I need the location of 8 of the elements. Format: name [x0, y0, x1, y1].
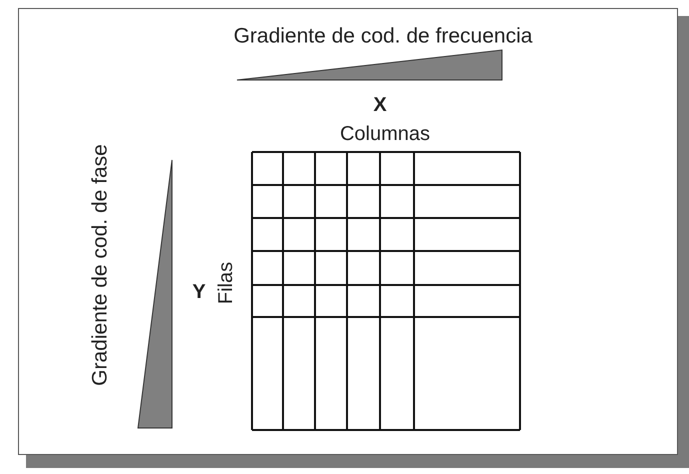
axis-label: Gradiente de cod. de frecuencia — [234, 26, 532, 46]
axis-label: Filas — [216, 262, 236, 304]
axis-label: Gradiente de cod. de fase — [90, 144, 110, 386]
axis-label: Y — [192, 282, 206, 302]
gradient-wedge — [236, 49, 502, 80]
axis-label: X — [373, 95, 387, 115]
gradient-wedge — [137, 160, 172, 428]
axis-label: Columnas — [340, 124, 430, 144]
